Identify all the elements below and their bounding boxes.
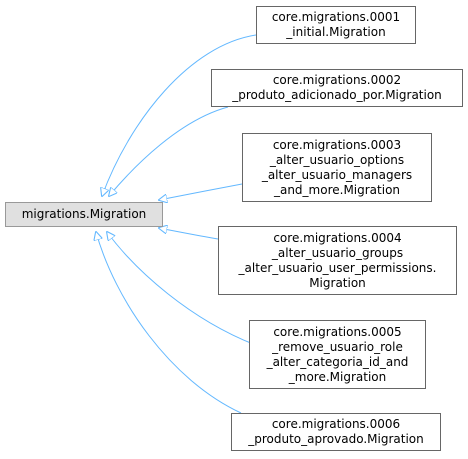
derived-class-node-0005[interactable]: core.migrations.0005 _remove_usuario_rol… <box>249 320 426 389</box>
node-line: core.migrations.0005 <box>273 324 402 339</box>
node-line: core.migrations.0006 <box>271 417 401 431</box>
edge-0005 <box>107 232 259 347</box>
node-line: _alter_usuario_managers <box>261 167 413 182</box>
node-line: _and_more.Migration <box>273 182 401 197</box>
node-line: _alter_usuario_options <box>269 152 405 167</box>
node-line: _initial.Migration <box>286 25 386 39</box>
node-line: _remove_usuario_role <box>272 339 403 354</box>
node-line: Migration <box>309 275 366 290</box>
node-line: _alter_usuario_groups <box>271 245 404 260</box>
edge-0004 <box>159 228 219 240</box>
node-line: _produto_adicionado_por.Migration <box>232 88 442 102</box>
derived-class-node-0004[interactable]: core.migrations.0004 _alter_usuario_grou… <box>218 226 457 295</box>
node-line: core.migrations.0001 <box>271 10 401 24</box>
node-line: _alter_usuario_user_permissions. <box>238 260 437 275</box>
node-line: _alter_categoria_id_and <box>266 354 409 369</box>
derived-class-node-0006[interactable]: core.migrations.0006 _produto_aprovado.M… <box>231 413 441 451</box>
edge-0002 <box>109 106 229 196</box>
base-class-node[interactable]: migrations.Migration <box>5 202 163 227</box>
node-line: _produto_aprovado.Migration <box>248 432 424 446</box>
node-line: core.migrations.0002 <box>272 73 402 87</box>
base-class-label: migrations.Migration <box>21 207 147 221</box>
edge-0001 <box>102 34 257 196</box>
derived-class-node-0003[interactable]: core.migrations.0003 _alter_usuario_opti… <box>242 133 432 202</box>
node-line: core.migrations.0003 <box>272 137 402 152</box>
derived-class-node-0001[interactable]: core.migrations.0001 _initial.Migration <box>256 6 416 44</box>
node-line: core.migrations.0004 <box>273 230 402 245</box>
node-line: _more.Migration <box>288 369 387 384</box>
derived-class-node-0002[interactable]: core.migrations.0002 _produto_adicionado… <box>211 69 463 107</box>
edge-0003 <box>159 183 243 200</box>
edge-0006 <box>96 232 242 414</box>
